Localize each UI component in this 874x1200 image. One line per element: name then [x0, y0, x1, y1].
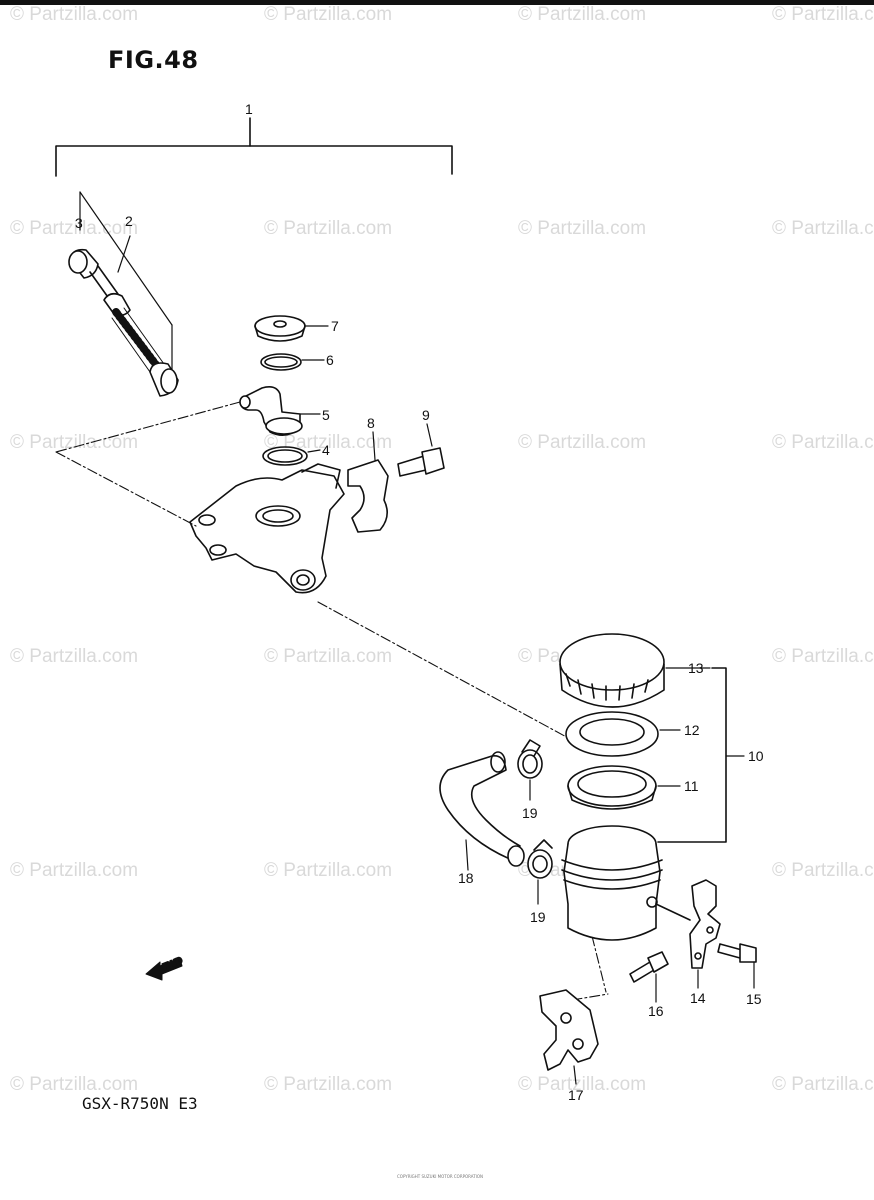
hose-clamp-19-lower[interactable] — [507, 839, 553, 905]
callout-8: 8 — [367, 415, 375, 431]
callout-16: 16 — [648, 1003, 664, 1019]
top-border — [0, 0, 874, 5]
clamp-8[interactable] — [347, 431, 389, 533]
callout-5: 5 — [322, 407, 330, 423]
callout-1: 1 — [245, 101, 253, 117]
hose-18[interactable] — [439, 751, 521, 871]
dust-boot-7[interactable] — [254, 315, 329, 342]
bolt-9[interactable] — [397, 423, 445, 477]
bracket-17[interactable] — [539, 989, 599, 1085]
callout-4: 4 — [322, 442, 330, 458]
mounting-bracket-14[interactable] — [655, 879, 721, 989]
figure-title: FIG.48 — [108, 46, 199, 74]
callout-labels: 1 2 3 4 5 6 7 8 9 10 11 12 13 14 15 16 1… — [75, 101, 764, 1103]
callout-15: 15 — [746, 991, 762, 1007]
callout-9: 9 — [422, 407, 430, 423]
callout-3: 3 — [75, 215, 83, 231]
reservoir-tank[interactable] — [561, 825, 663, 941]
assembly-bracket-1 — [55, 117, 453, 177]
plate-12[interactable] — [565, 711, 681, 757]
callout-7: 7 — [331, 318, 339, 334]
callout-6: 6 — [326, 352, 334, 368]
reference-lines — [55, 401, 609, 1001]
hose-clamp-19-upper[interactable] — [517, 739, 543, 801]
footer-copyright: COPYRIGHT SUZUKI MOTOR CORPORATION — [397, 1174, 483, 1179]
diaphragm-11[interactable] — [567, 765, 681, 810]
callout-19-upper: 19 — [522, 805, 538, 821]
assembly-bracket-10 — [657, 667, 745, 843]
model-label: GSX-R750N E3 — [82, 1094, 198, 1113]
callout-10: 10 — [748, 748, 764, 764]
callout-12: 12 — [684, 722, 700, 738]
forward-arrow-icon: FWD — [145, 954, 185, 981]
callout-17: 17 — [568, 1087, 584, 1103]
reservoir-cap-13[interactable] — [559, 633, 711, 708]
bolt-15[interactable] — [717, 943, 757, 989]
callout-13: 13 — [688, 660, 704, 676]
master-cylinder-body[interactable] — [189, 463, 345, 594]
circlip-6[interactable] — [260, 353, 325, 371]
callout-19-lower: 19 — [530, 909, 546, 925]
callout-11: 11 — [684, 778, 699, 794]
callout-14: 14 — [690, 990, 706, 1006]
callout-18: 18 — [458, 870, 474, 886]
piston-assembly[interactable] — [68, 191, 179, 397]
bolt-16[interactable] — [629, 951, 669, 1003]
hose-connector-5[interactable] — [239, 386, 321, 436]
callout-2: 2 — [125, 213, 133, 229]
o-ring-4[interactable] — [262, 446, 321, 466]
